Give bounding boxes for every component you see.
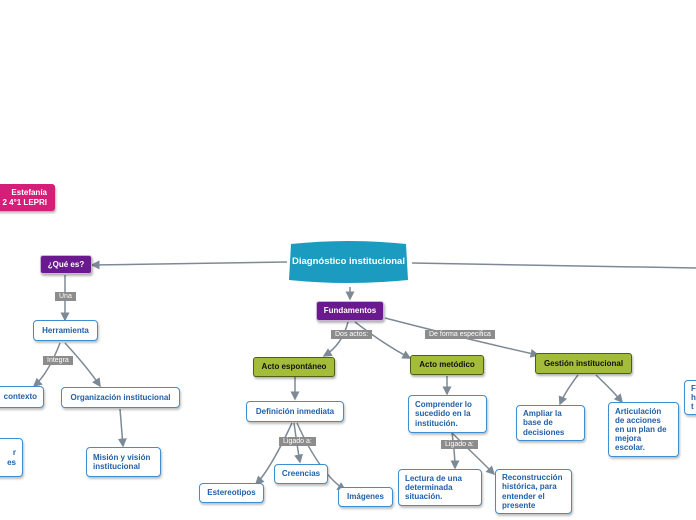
label-ligado-2: Ligado a:	[441, 440, 478, 449]
edge-comprender-lectura	[450, 432, 460, 470]
lectura-node[interactable]: Lectura de una determinada situación.	[398, 469, 482, 506]
edge-herramienta-organizacion	[64, 342, 101, 388]
organizacion-node[interactable]: Organización institucional	[61, 387, 180, 408]
edge-fundamentos-espontaneo	[322, 321, 349, 357]
estereotipos-node[interactable]: Estereotipos	[199, 483, 264, 503]
edge-organizacion-mision	[117, 408, 127, 448]
label-ligado-1: Ligado a:	[279, 437, 316, 446]
partial-left-node[interactable]: r es	[0, 438, 23, 477]
comprender-node[interactable]: Comprender lo sucedido en la institución…	[408, 395, 487, 433]
acto-metodico-node[interactable]: Acto metódico	[410, 355, 484, 375]
herramienta-node[interactable]: Herramienta	[33, 320, 98, 341]
acto-espontaneo-node[interactable]: Acto espontáneo	[253, 357, 335, 377]
definicion-node[interactable]: Definición inmediata	[246, 401, 344, 422]
que-es-node[interactable]: ¿Qué es?	[40, 255, 92, 274]
gestion-node[interactable]: Gestión institucional	[535, 353, 632, 374]
edge-definicion-estereotipos	[254, 422, 293, 486]
author-node[interactable]: Estefanía 2 4°1 LEPRI	[0, 184, 55, 211]
partial-right-node[interactable]: F h t	[684, 380, 696, 415]
root-node-text: Diagnóstico institucional	[292, 255, 405, 267]
edge-gestion-ampliar	[558, 374, 579, 406]
edge-root-right	[411, 262, 696, 269]
reconstruccion-node[interactable]: Reconstrucción histórica, para entender …	[495, 469, 572, 514]
author-text: Estefanía 2 4°1 LEPRI	[2, 188, 47, 207]
edge-gestion-articulacion	[595, 374, 623, 404]
label-dos-actos: Dos actos:	[331, 330, 373, 339]
label-de-forma-especifica: De forma especifica	[425, 330, 495, 339]
ampliar-node[interactable]: Ampliar la base de decisiones	[516, 405, 585, 441]
articulacion-node[interactable]: Articulación de acciones en un plan de m…	[608, 402, 679, 457]
label-integra: Integra	[43, 356, 73, 365]
edge-herramienta-contexto	[32, 342, 61, 387]
mision-node[interactable]: Misión y visión institucional	[86, 447, 161, 477]
imagenes-node[interactable]: Imágenes	[338, 487, 393, 507]
root-node[interactable]: Diagnóstico institucional	[287, 240, 410, 284]
fundamentos-node[interactable]: Fundamentos	[316, 301, 384, 321]
label-una: Una	[55, 292, 76, 301]
edge-definicion-creencias	[293, 422, 303, 464]
root-node-shape	[289, 241, 408, 283]
edge-root-que-es	[90, 260, 288, 270]
creencias-node[interactable]: Creencias	[274, 464, 328, 484]
contexto-node[interactable]: contexto	[0, 386, 44, 408]
edge-fundamentos-metodico	[354, 321, 412, 359]
edge-comprender-reconstruccion	[451, 432, 496, 476]
